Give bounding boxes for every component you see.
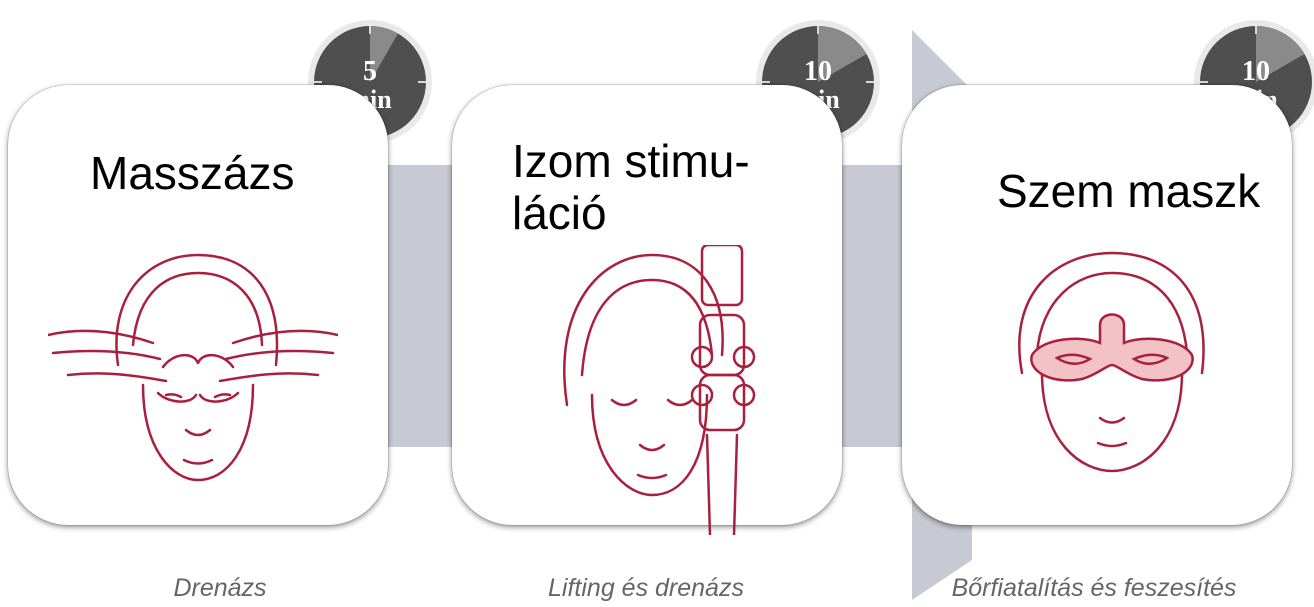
step-card-muscle-stimulation: Izom stimu- láció [452, 85, 842, 535]
timer-value: 10 [1242, 56, 1270, 87]
timer-value: 5 [363, 56, 377, 87]
face-roller-icon [563, 245, 756, 535]
step-caption: Lifting és drenázs [548, 574, 744, 602]
timer-value: 10 [804, 56, 832, 87]
step-title: Masszázs [90, 147, 295, 199]
step-card-eye-mask: Szem maszk [902, 85, 1292, 525]
step-caption: Drenázs [173, 574, 267, 602]
step-title-line-1: Izom stimu- [512, 135, 750, 187]
face-eye-mask-icon [1018, 251, 1205, 473]
step-title: Szem maszk [997, 165, 1261, 217]
step-card-massage: Masszázs [8, 85, 388, 525]
connector-band-2 [830, 165, 910, 447]
step-caption: Bőrfiatalítás és feszesítés [951, 574, 1237, 602]
connector-band-1 [380, 165, 460, 447]
step-title-line-2: láció [512, 187, 607, 239]
face-massage-icon [48, 253, 338, 482]
